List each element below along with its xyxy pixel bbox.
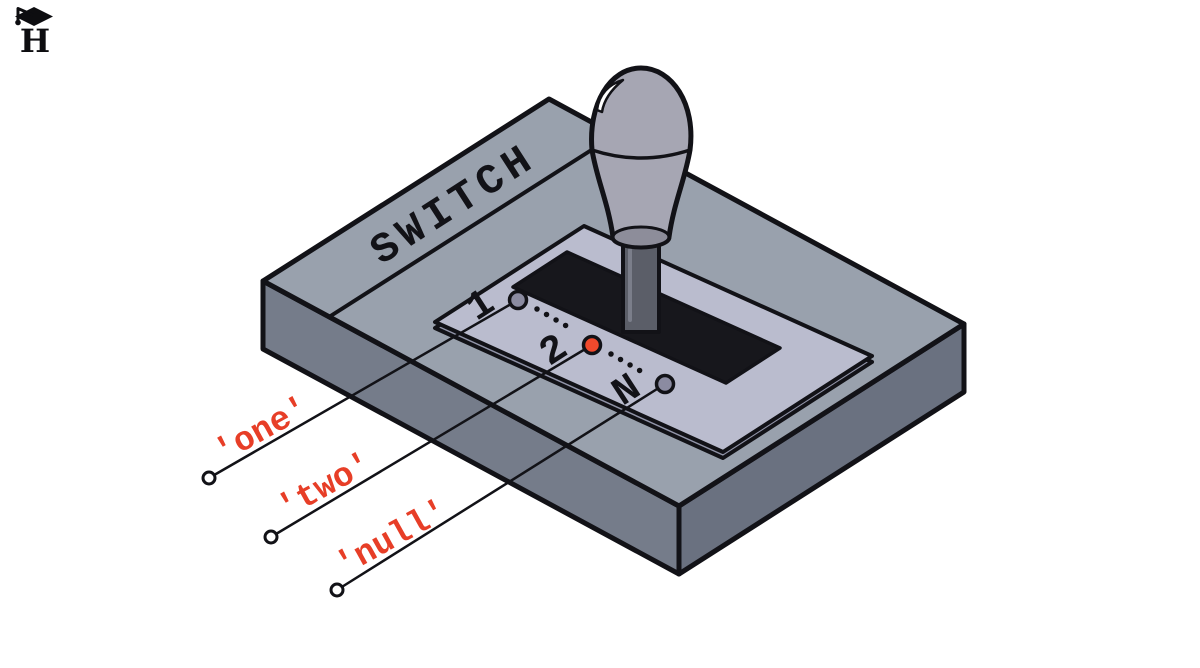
knob-neck [611, 225, 671, 249]
position-trail-1 [534, 306, 573, 331]
knob-equator-line [590, 148, 692, 160]
wires [208, 298, 666, 592]
label-band-line [327, 133, 617, 319]
logo-letter: H [20, 22, 50, 60]
lever [589, 65, 694, 334]
terminal-one [201, 470, 217, 486]
terminal-label-two: 'two' [272, 446, 380, 529]
position-dot-n [654, 373, 676, 395]
position-dot-2 [581, 334, 603, 356]
graduation-cap-tassel-end [15, 19, 21, 26]
terminal-label-one: 'one' [209, 390, 317, 473]
terminals [201, 470, 345, 598]
knob-highlight [595, 78, 625, 114]
graduation-cap-tassel [16, 7, 35, 22]
wire-one [208, 298, 519, 480]
wire-two [270, 343, 593, 539]
logo: H [15, 7, 53, 60]
position-dot-1 [507, 289, 529, 311]
terminal-null [329, 582, 345, 598]
wire-null [336, 382, 666, 592]
terminal-two [263, 529, 279, 545]
position-trail-2 [608, 351, 647, 376]
terminal-label-null: 'null' [330, 493, 455, 586]
